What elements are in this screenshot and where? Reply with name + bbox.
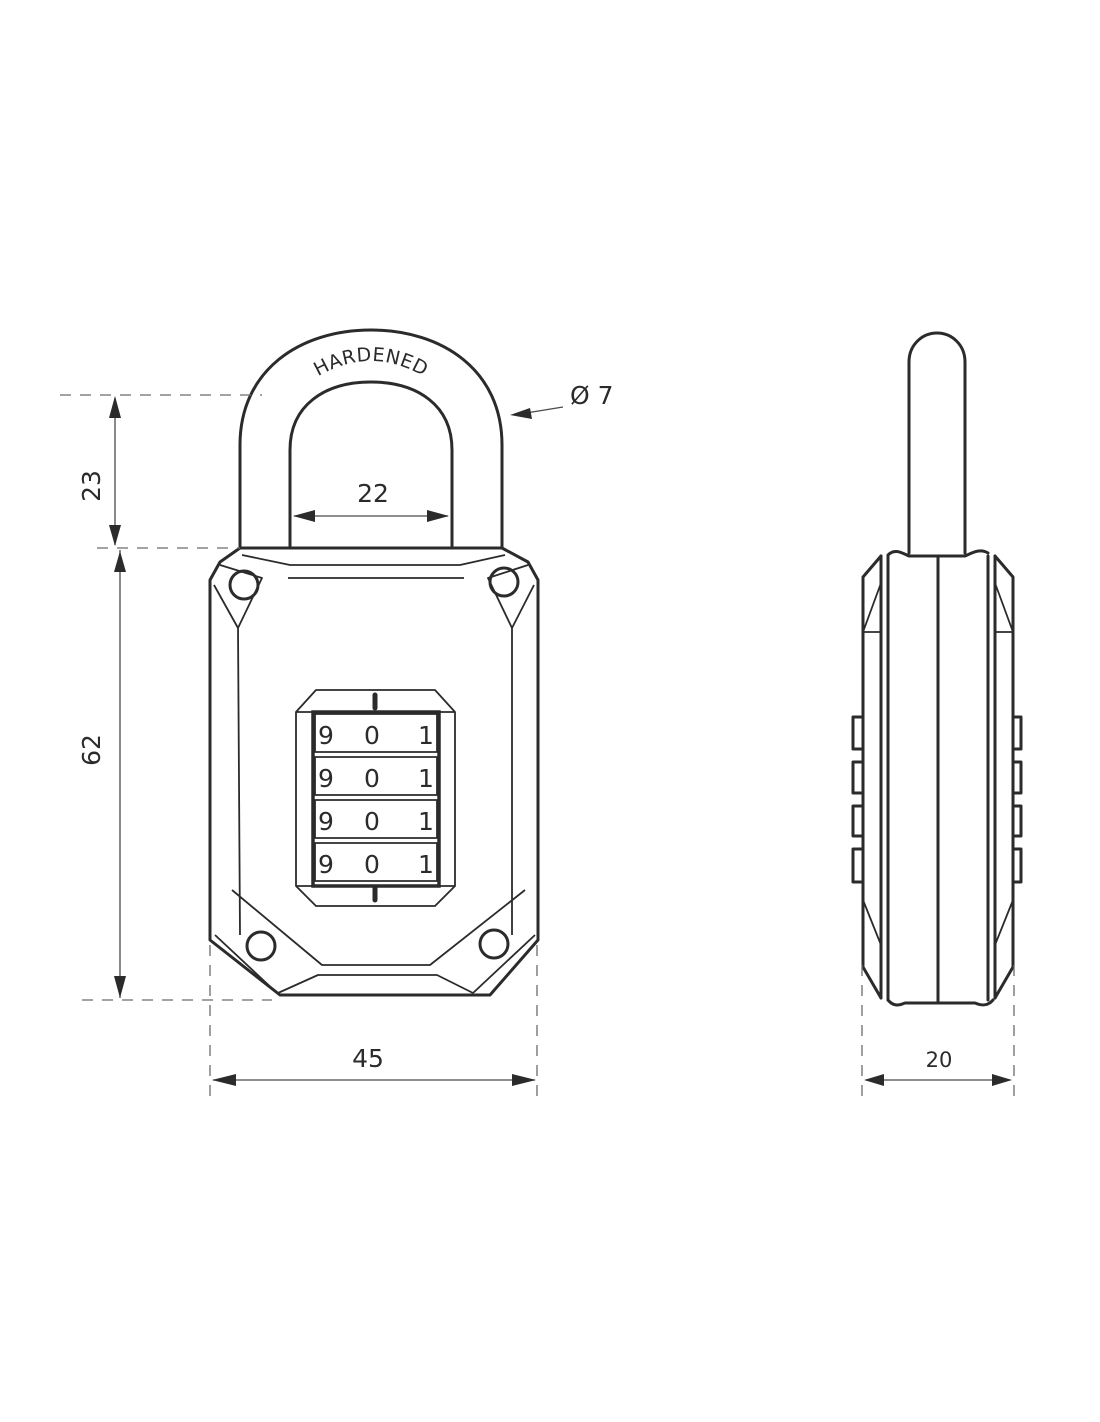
body-outline [208, 546, 540, 997]
screw-hole-bottom-right [478, 928, 510, 960]
dial-row-2[interactable]: 9 0 1 [314, 756, 438, 796]
dial-row-4[interactable]: 9 0 1 [314, 842, 438, 882]
shackle-side [907, 331, 967, 555]
screw-hole-top-right [488, 566, 520, 598]
svg-text:0: 0 [364, 764, 380, 793]
svg-text:1: 1 [418, 807, 434, 836]
dim-body-height: 62 [77, 734, 106, 766]
svg-text:9: 9 [318, 807, 334, 836]
dial-row-3[interactable]: 9 0 1 [314, 799, 438, 839]
body-bevel [213, 554, 536, 994]
dial-wheels-right [1011, 715, 1023, 884]
svg-text:1: 1 [418, 721, 434, 750]
side-dimensions: 20 [861, 965, 1015, 1102]
svg-text:9: 9 [318, 850, 334, 879]
svg-text:0: 0 [364, 807, 380, 836]
dim-shackle-clearance: 23 [77, 470, 106, 502]
screw-hole-bottom-left [245, 930, 277, 962]
dim-body-depth: 20 [926, 1048, 953, 1072]
dim-body-width: 45 [352, 1044, 384, 1073]
front-view: HARDENED 9 0 1 9 0 1 [208, 328, 540, 997]
dial-wheels-left [851, 715, 865, 884]
svg-text:1: 1 [418, 764, 434, 793]
shackle-outer [238, 328, 504, 550]
shackle-stamp: HARDENED [310, 344, 432, 381]
side-view [851, 331, 1023, 1007]
shackle-inner [288, 380, 454, 550]
svg-text:0: 0 [364, 721, 380, 750]
dim-shackle-inner-width: 22 [357, 479, 389, 508]
svg-text:1: 1 [418, 850, 434, 879]
svg-text:0: 0 [364, 850, 380, 879]
front-dimensions: 23 62 22 Ø 7 45 [60, 381, 614, 1105]
dim-shackle-diameter: Ø 7 [570, 381, 614, 410]
screw-hole-top-left [228, 569, 260, 601]
svg-text:9: 9 [318, 764, 334, 793]
dial-window [295, 689, 456, 907]
svg-text:9: 9 [318, 721, 334, 750]
dial-row-1[interactable]: 9 0 1 [314, 713, 438, 753]
